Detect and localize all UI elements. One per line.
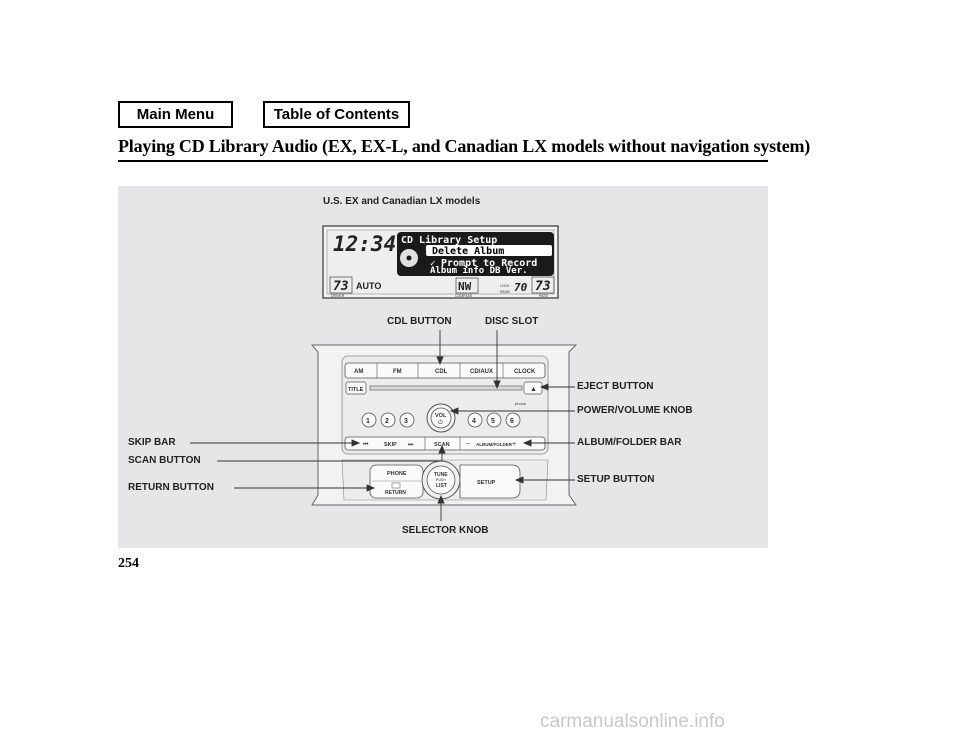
lcd-temp-rear: 70: [514, 281, 528, 294]
push-label: PUSH: [436, 478, 446, 482]
album-plus-icon: +: [512, 441, 516, 448]
preset-1: 1: [366, 418, 370, 425]
album-folder-label: ALBUM/FOLDER: [476, 442, 513, 447]
title-rule: [118, 160, 768, 162]
callout-disc-slot: DISC SLOT: [485, 316, 539, 327]
setup-label: SETUP: [477, 480, 496, 486]
callout-selector-knob: SELECTOR KNOB: [402, 525, 489, 536]
button-fm: FM: [393, 369, 402, 375]
lcd-label-rear: REAR: [500, 290, 510, 294]
disc-slot: [369, 385, 523, 391]
lcd-menu-item-1: Delete Album: [432, 246, 504, 257]
tune-label: TUNE: [434, 472, 448, 478]
lcd-auto: AUTO: [356, 281, 381, 291]
power-icon: ⏻: [438, 419, 443, 426]
figure-caption: U.S. EX and Canadian LX models: [323, 196, 481, 207]
main-menu-button[interactable]: Main Menu: [118, 101, 233, 128]
lcd-temp-passenger: 73: [535, 279, 551, 294]
scan-label: SCAN: [434, 442, 450, 448]
watermark: carmanualsonline.info: [540, 711, 725, 732]
return-arrow-icon: [391, 482, 401, 489]
skip-forward-icon: ⏭: [408, 442, 414, 448]
preset-4: 4: [472, 418, 476, 425]
lcd-menu-title: CD Library Setup: [401, 234, 497, 246]
callout-power-volume-knob: POWER/VOLUME KNOB: [577, 405, 693, 416]
lcd-label-pass: PASS: [539, 294, 549, 298]
lcd-clock: 12:34: [333, 232, 396, 256]
button-cd-aux: CD/AUX: [470, 369, 493, 375]
lcd-menu-item-3: Album info DB Ver.: [430, 265, 528, 276]
album-minus-icon: −: [466, 441, 470, 448]
list-label: LIST: [436, 483, 447, 489]
callout-setup-button: SETUP BUTTON: [577, 474, 655, 485]
lcd-compass: NW: [458, 280, 472, 293]
audio-unit-body: AM FM CDL CD/AUX CLOCK TITLE ▲ phone VOL…: [310, 344, 578, 506]
callout-album-folder-bar: ALBUM/FOLDER BAR: [577, 437, 682, 448]
preset-5: 5: [491, 418, 495, 425]
callout-eject-button: EJECT BUTTON: [577, 381, 654, 392]
preset-2: 2: [385, 418, 389, 425]
callout-skip-bar: SKIP BAR: [128, 437, 176, 448]
page-title: Playing CD Library Audio (EX, EX-L, and …: [118, 136, 811, 156]
bluetooth-phone-icon: phone: [515, 401, 527, 406]
lcd-label-driver: DRIVER: [331, 294, 345, 298]
phone-label: PHONE: [387, 471, 407, 477]
lcd-label-compass: COMPASS: [455, 294, 473, 298]
preset-6: 6: [510, 418, 514, 425]
button-clock: CLOCK: [514, 369, 536, 375]
lcd-check-icon: ✓: [430, 259, 435, 269]
lcd-label-lock: LOCK: [500, 284, 510, 288]
callout-lines: [190, 330, 575, 521]
lcd-temp-driver: 73: [333, 279, 349, 294]
page-number: 254: [118, 556, 139, 571]
button-cdl: CDL: [435, 369, 448, 375]
callout-scan-button: SCAN BUTTON: [128, 455, 201, 466]
lcd-display: 12:34 CD Library Setup Delete Album ✓ Pr…: [322, 225, 559, 299]
preset-3: 3: [404, 418, 408, 425]
button-title: TITLE: [348, 387, 364, 393]
lcd-menu-item-2: Prompt to Record: [441, 258, 537, 269]
button-am: AM: [354, 369, 363, 375]
callout-return-button: RETURN BUTTON: [128, 482, 214, 493]
vol-label: VOL: [435, 413, 447, 419]
skip-label: SKIP: [384, 442, 397, 448]
table-of-contents-button[interactable]: Table of Contents: [263, 101, 410, 128]
eject-icon: ▲: [530, 386, 537, 393]
return-label: RETURN: [385, 490, 406, 496]
skip-back-icon: ⏮: [363, 442, 369, 448]
callout-cdl-button: CDL BUTTON: [387, 316, 452, 327]
lcd-menu-highlight: [426, 245, 552, 256]
